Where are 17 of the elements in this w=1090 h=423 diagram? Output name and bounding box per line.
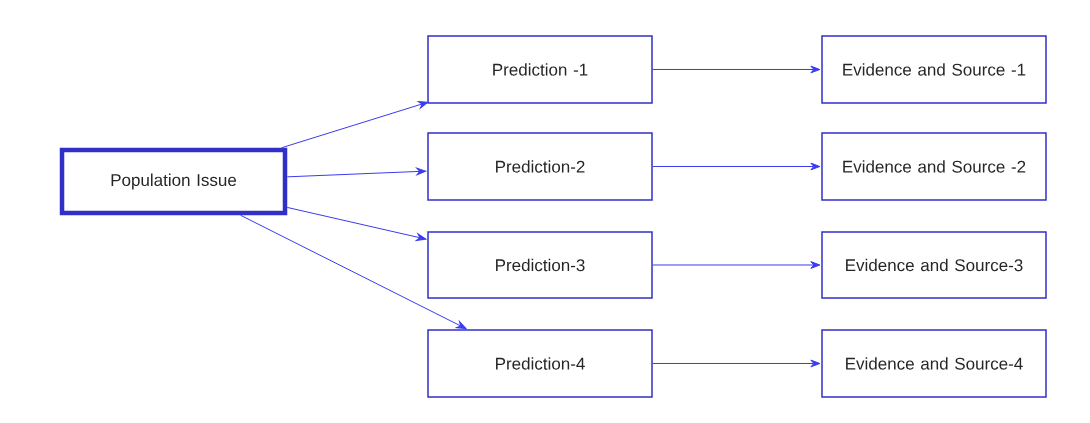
evidence-box: Evidence and Source-4 — [821, 329, 1047, 398]
evidence-box: Evidence and Source -2 — [821, 132, 1047, 201]
arrow — [652, 65, 821, 74]
arrow — [652, 261, 821, 269]
prediction-box: Prediction-2 — [427, 132, 653, 201]
evidence-box: Evidence and Source -1 — [821, 35, 1047, 104]
arrow — [652, 162, 821, 171]
evidence-box: Evidence and Source-3 — [821, 231, 1047, 299]
prediction-box: Prediction-4 — [427, 329, 653, 398]
arrow — [286, 206, 427, 241]
arrow — [240, 214, 467, 330]
arrow — [281, 101, 429, 149]
prediction-box: Prediction-3 — [427, 231, 653, 299]
process-box: Population Issue — [59, 147, 288, 216]
arrow — [652, 359, 821, 368]
arrow — [286, 167, 427, 178]
prediction-box: Prediction -1 — [427, 35, 653, 104]
